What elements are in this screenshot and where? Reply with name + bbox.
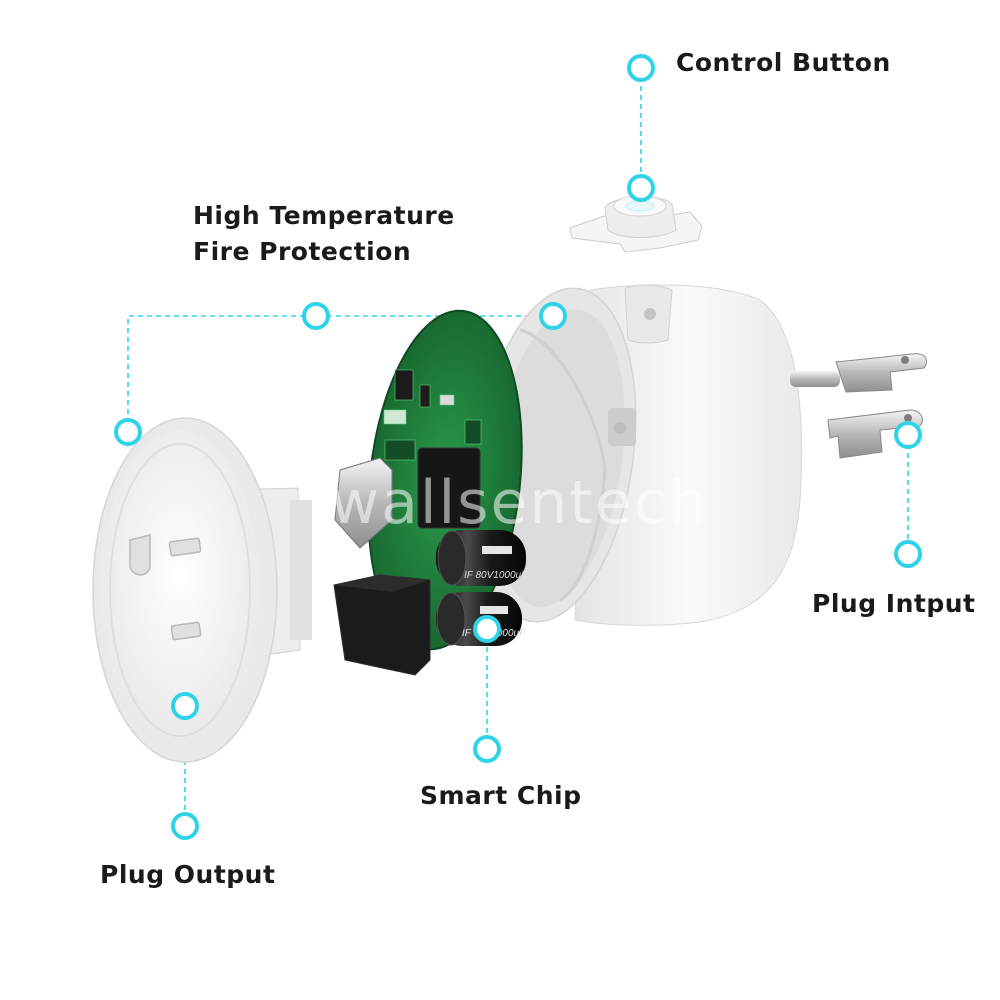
hot-slot — [168, 537, 202, 557]
smart-chip-label: Smart Chip — [420, 781, 582, 810]
connector-lines — [127, 68, 909, 826]
plug-input-prongs — [790, 353, 927, 459]
high-temperature-line2: Fire Protection — [193, 237, 412, 266]
plug-input-dot-top — [894, 421, 922, 449]
high-temp-connector — [127, 315, 553, 432]
control-button-part — [569, 195, 703, 253]
relay-top — [417, 447, 481, 529]
capacitor-upper: IF 80V1000uF — [436, 530, 528, 586]
smart-chip-dot-top — [473, 615, 501, 643]
front-faceplate — [92, 417, 312, 763]
control-button-dot-top — [627, 54, 655, 82]
control-button-label: Control Button — [676, 48, 891, 77]
plug-input-label: Plug Intput — [812, 589, 976, 618]
callout-dots — [114, 54, 922, 840]
plug-output-dot-top — [171, 692, 199, 720]
watermark-text: wallsentech — [330, 468, 709, 538]
smart-chip-dot-bottom — [473, 735, 501, 763]
high-temperature-line1: High Temperature — [193, 201, 455, 230]
plug-output-label: Plug Output — [100, 860, 276, 889]
relay-block — [333, 574, 431, 676]
high-temp-dot-left — [114, 418, 142, 446]
rear-housing — [473, 284, 803, 626]
ground-hole — [129, 534, 151, 576]
capacitor-upper-label: IF 80V1000uF — [464, 570, 528, 581]
high-temp-dot-middle — [302, 302, 330, 330]
neutral-slot — [170, 621, 202, 641]
high-temperature-label: High Temperature Fire Protection — [193, 198, 455, 270]
plug-output-dot-bottom — [171, 812, 199, 840]
high-temp-dot-right — [539, 302, 567, 330]
plug-input-dot-bottom — [894, 540, 922, 568]
pcb-components — [383, 369, 482, 461]
control-button-dot-bottom — [627, 174, 655, 202]
